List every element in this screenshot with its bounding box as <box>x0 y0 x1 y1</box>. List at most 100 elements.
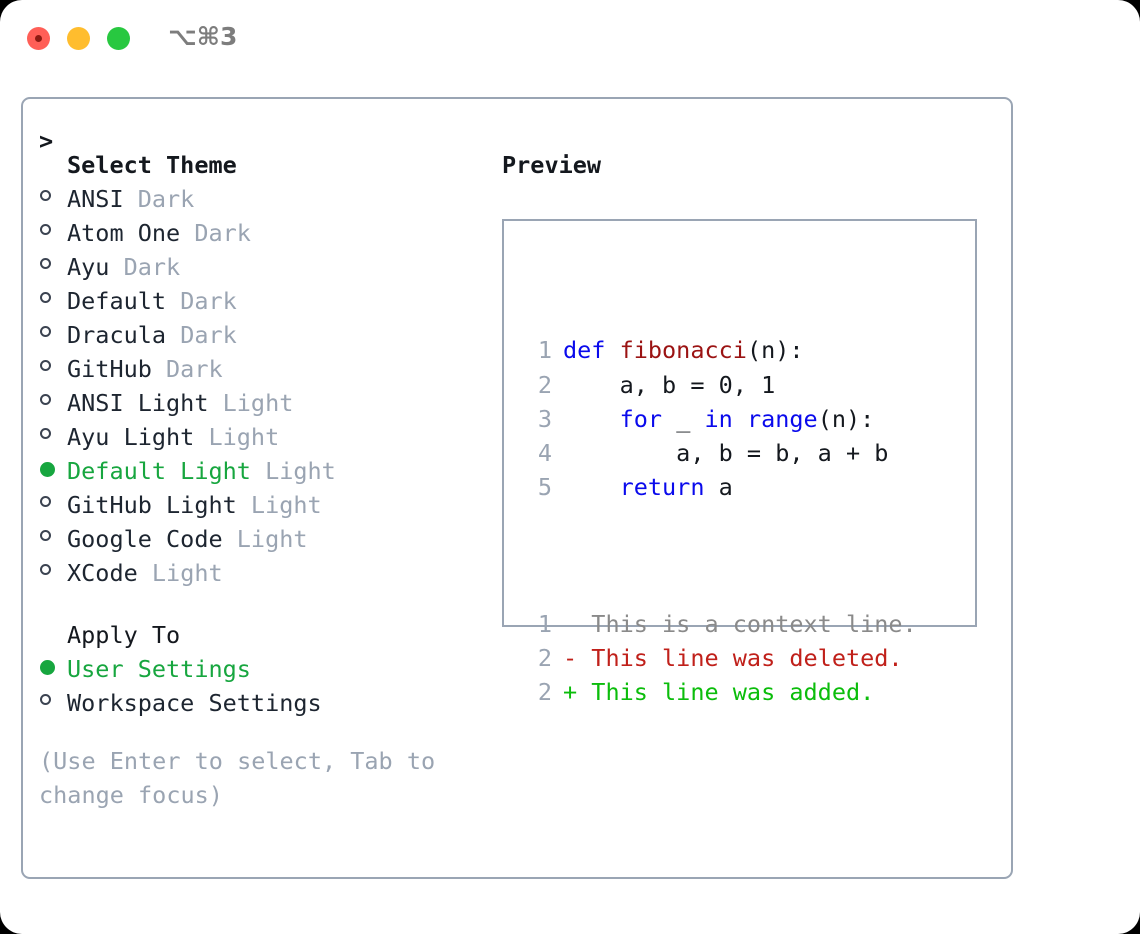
theme-name: Google Code <box>67 525 223 553</box>
theme-name: Ayu Light <box>67 423 195 451</box>
theme-list-item[interactable]: ANSI Dark <box>39 182 479 216</box>
code-token: (n): <box>746 336 804 365</box>
theme-variant-tag: Light <box>236 491 322 519</box>
code-token <box>563 473 620 501</box>
window-controls <box>27 27 130 50</box>
theme-variant-tag: Light <box>137 559 223 587</box>
theme-list-item[interactable]: Ayu Light Light <box>39 420 479 454</box>
theme-list-item[interactable]: Google Code Light <box>39 522 479 556</box>
code-line: 4 a, b = b, a + b <box>518 436 917 470</box>
code-line-number: 1 <box>537 336 552 365</box>
code-line: 5 return a <box>518 470 917 504</box>
apply-to-option-label: User Settings <box>67 655 251 683</box>
theme-name: GitHub Light <box>67 491 237 519</box>
theme-name: Atom One <box>67 219 181 247</box>
theme-list-item[interactable]: Dracula Dark <box>39 318 479 352</box>
title-bar: ⌥⌘3 <box>0 0 1140 76</box>
apply-to-label: Apply To <box>67 621 181 649</box>
keyboard-hint-text: (Use Enter to select, Tab to change focu… <box>39 747 450 809</box>
apply-to-header: Apply To <box>39 618 479 652</box>
diff-line-text: This is a context line. <box>563 609 917 638</box>
theme-name: Dracula <box>67 321 167 349</box>
theme-variant-tag: Dark <box>166 321 237 349</box>
code-token: (n): <box>817 404 875 433</box>
code-token: a, b = b, a + b <box>563 439 889 468</box>
diff-line-number: 1 <box>537 609 552 638</box>
diff-lines: 1 This is a context line. 2 - This line wa… <box>518 607 917 710</box>
theme-list-item[interactable]: XCode Light <box>39 556 479 590</box>
code-line: 2 a, b = 0, 1 <box>518 368 917 402</box>
close-button[interactable] <box>27 27 50 50</box>
section-spacer <box>39 590 479 618</box>
apply-to-option[interactable]: Workspace Settings <box>39 686 479 720</box>
diff-line-text: + This line was added. <box>563 678 875 707</box>
code-line-number: 4 <box>537 439 552 468</box>
minimize-button[interactable] <box>67 27 90 50</box>
caret-icon: > <box>39 127 54 155</box>
theme-variant-tag: Dark <box>151 355 223 383</box>
code-line: 1 def fibonacci(n): <box>518 333 917 367</box>
code-token: def <box>563 336 620 365</box>
theme-list-item[interactable]: Default Light Light <box>39 454 479 488</box>
code-token: in <box>704 404 733 433</box>
theme-variant-tag: Dark <box>109 253 181 281</box>
diff-line: 2 + This line was added. <box>518 675 917 709</box>
code-line-text: for _ in range(n): <box>563 402 875 436</box>
diff-line-number: 2 <box>537 678 552 707</box>
theme-name: XCode <box>67 559 138 587</box>
code-line-text: def fibonacci(n): <box>563 333 804 367</box>
diff-line: 1 This is a context line. <box>518 607 917 641</box>
theme-name: Default <box>67 287 167 315</box>
theme-list-item[interactable]: GitHub Light Light <box>39 488 479 522</box>
diff-line-number: 2 <box>537 644 552 673</box>
code-token: fibonacci <box>619 336 747 365</box>
code-line-number: 3 <box>537 404 552 433</box>
code-token: _ <box>662 404 705 433</box>
keyboard-shortcut-label: ⌥⌘3 <box>168 22 238 51</box>
code-token <box>733 405 747 433</box>
theme-variant-tag: Light <box>194 423 280 451</box>
theme-variant-tag: Dark <box>180 219 251 247</box>
code-line-text: a, b = b, a + b <box>563 436 888 470</box>
theme-picker-header-label: Select Theme <box>67 151 237 179</box>
theme-list-item[interactable]: Atom One Dark <box>39 216 479 250</box>
diff-line-text: - This line was deleted. <box>563 644 903 673</box>
maximize-button[interactable] <box>107 27 130 50</box>
code-line-number: 5 <box>537 473 552 502</box>
code-token <box>563 405 620 433</box>
code-line-text: a, b = 0, 1 <box>563 368 776 402</box>
theme-list-item[interactable]: ANSI Light Light <box>39 386 479 420</box>
code-line-text: return a <box>563 470 733 504</box>
code-token: a, b = 0, 1 <box>563 370 776 399</box>
theme-name: ANSI <box>67 185 124 213</box>
theme-variant-tag: Dark <box>123 185 195 213</box>
diff-line: 2 - This line was deleted. <box>518 641 917 675</box>
theme-name: GitHub <box>67 355 152 383</box>
code-line-number: 2 <box>537 370 552 399</box>
theme-picker-header: > Select Theme <box>39 127 479 182</box>
theme-list-item[interactable]: GitHub Dark <box>39 352 479 386</box>
code-token: a <box>704 473 733 502</box>
theme-variant-tag: Light <box>222 525 308 553</box>
theme-name: Default Light <box>67 457 251 485</box>
theme-list-item[interactable]: Ayu Dark <box>39 250 479 284</box>
code-token: range <box>746 404 818 433</box>
apply-to-option[interactable]: User Settings <box>39 652 479 686</box>
theme-name: ANSI Light <box>67 389 209 417</box>
apply-to-option-label: Workspace Settings <box>67 689 322 717</box>
code-token: return <box>619 473 705 502</box>
preview-title: Preview <box>502 151 602 179</box>
theme-variant-tag: Light <box>250 457 336 485</box>
code-line: 3 for _ in range(n): <box>518 402 917 436</box>
theme-list-item[interactable]: Default Dark <box>39 284 479 318</box>
theme-variant-tag: Light <box>208 389 294 417</box>
